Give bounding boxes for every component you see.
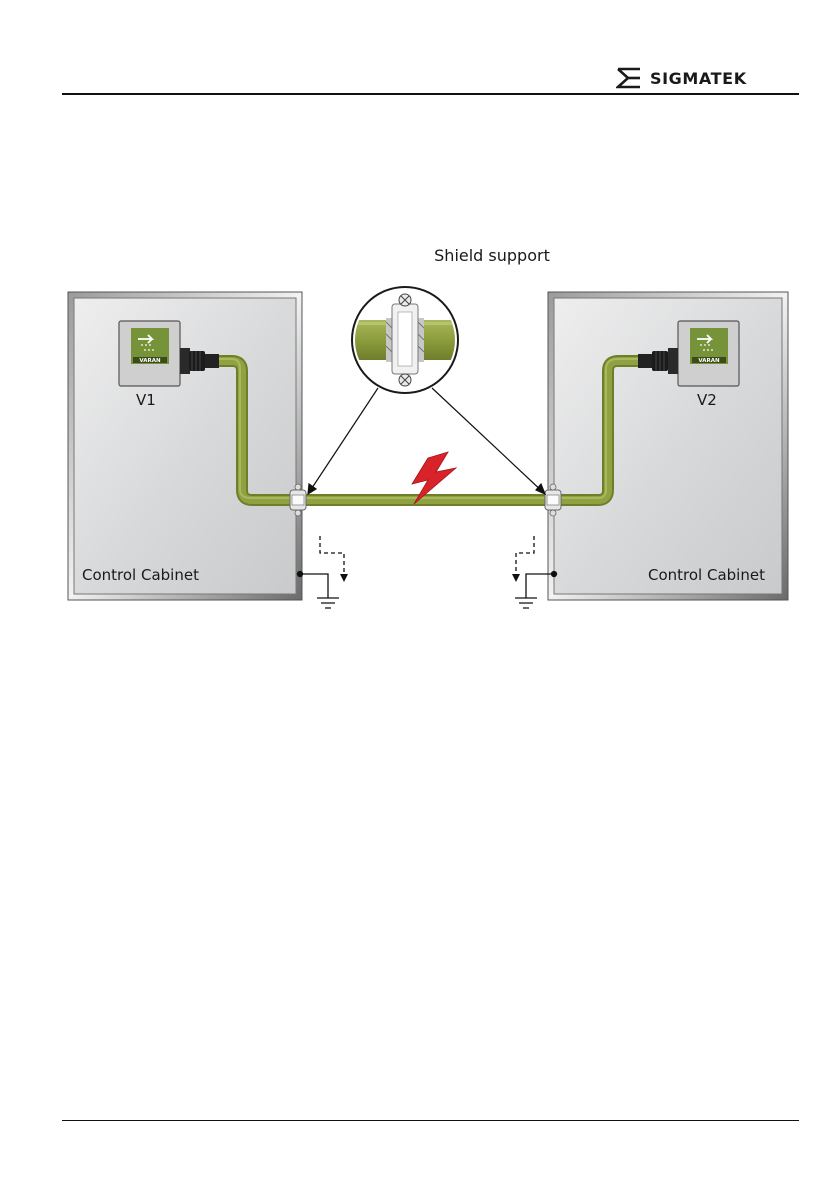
right-varan-logo-text: VARAN [698,358,720,364]
left-cabinet-label: Control Cabinet [82,566,199,584]
device-v2-label: V2 [697,391,717,409]
right-cabinet-label: Control Cabinet [648,566,765,584]
device-v1-label: V1 [136,391,156,409]
ground-icon [515,598,537,608]
left-varan-logo-text: VARAN [139,358,161,364]
shield-support-detail [350,287,460,393]
right-control-cabinet: VARAN V2 Control Cabinet [548,292,788,600]
left-ground [298,536,349,608]
ground-icon [317,598,339,608]
shield-support-diagram: VARAN V1 Control Cabinet VARAN V2 Contro… [0,0,839,700]
diagram-title: Shield support [434,246,550,265]
left-control-cabinet: VARAN V1 Control Cabinet [68,292,302,600]
footer-divider [62,1120,799,1121]
